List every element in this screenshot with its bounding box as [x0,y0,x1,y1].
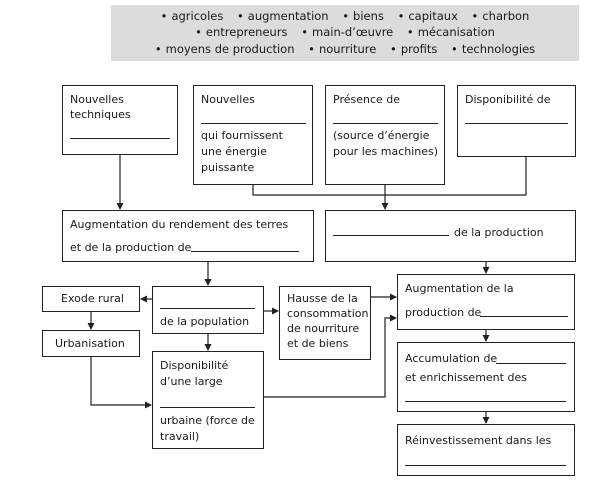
box-text: techniques [70,108,131,121]
word-bank-item: nourriture [308,42,376,56]
box-text: pour les machines) [333,145,439,158]
connector [252,157,527,196]
answer-blank[interactable] [405,465,566,466]
answer-blank[interactable] [160,407,255,408]
word-bank-item: augmentation [237,9,329,23]
answer-blank[interactable] [333,123,438,124]
box-text: de la production [454,226,544,239]
box-text: et de biens [287,337,349,350]
answer-blank[interactable] [201,123,306,124]
box-text: production de [405,306,482,319]
box-accumulation: Accumulation de et enrichissement des [397,342,575,412]
answer-blank[interactable] [405,401,566,402]
box-text: Nouvelles [201,93,255,106]
box-presence: Présence de (source d’énergie pour les m… [325,85,445,185]
box-text: Disponibilité [160,359,229,372]
box-text: Augmentation de la [405,282,514,295]
word-bank-item: capitaux [398,9,458,23]
box-rendement: Augmentation du rendement des terres et … [62,210,314,262]
answer-blank[interactable] [496,363,566,364]
box-text: qui fournissent [201,129,283,142]
answer-blank[interactable] [70,138,170,139]
word-bank-row-3: moyens de production nourriture profits … [111,42,579,56]
box-text: travail) [160,430,200,443]
box-text: de nourriture [287,322,360,335]
box-text: Hausse de la [287,292,358,305]
box-nouvelles-energie: Nouvelles qui fournissent une énergie pu… [193,85,313,185]
box-exode-rural: Exode rural [42,286,140,312]
box-urbanisation: Urbanisation [42,330,140,357]
word-bank-item: entrepreneurs [195,25,287,39]
box-disponibilite-top: Disponibilité de [457,85,576,157]
arrow [90,357,152,409]
box-reinvestissement: Réinvestissement dans les [397,424,575,476]
box-text: Réinvestissement dans les [405,434,552,447]
box-text: (source d’énergie [333,129,430,142]
box-nouvelles-techniques: Nouvelles techniques [62,85,178,155]
word-bank-item: biens [342,9,384,23]
word-bank-item: moyens de production [155,42,295,56]
box-text: Disponibilité de [465,93,551,106]
box-text: Urbanisation [55,337,125,350]
box-hausse-consommation: Hausse de la consommation de nourriture … [279,286,371,360]
box-text: Accumulation de [405,352,498,365]
word-bank-item: main-d’œuvre [301,25,393,39]
word-bank: agricoles augmentation biens capitaux ch… [111,5,579,61]
box-de-la-production: de la production [325,210,576,262]
box-disponibilite-large: Disponibilité d’une large urbaine (force… [152,351,264,449]
box-text: une énergie [201,145,267,158]
box-population: de la population [152,286,264,334]
box-augmentation-production: Augmentation de la production de [397,274,575,330]
box-text: Présence de [333,93,401,106]
word-bank-row-1: agricoles augmentation biens capitaux ch… [111,9,579,23]
box-text: Augmentation du rendement des terres [70,218,289,231]
box-text: puissante [201,161,255,174]
box-text: Exode rural [61,292,124,305]
answer-blank[interactable] [465,123,568,124]
word-bank-item: technologies [451,42,535,56]
box-text: urbaine (force de [160,414,255,427]
box-text: et de la production de [70,241,192,254]
word-bank-item: agricoles [161,9,224,23]
box-text: consommation [287,307,369,320]
box-text: d’une large [160,375,223,388]
answer-blank[interactable] [333,235,449,236]
box-text: de la population [160,315,250,328]
arrow [264,314,397,398]
word-bank-item: profits [390,42,437,56]
box-text: Nouvelles [70,93,124,106]
word-bank-row-2: entrepreneurs main-d’œuvre mécanisation [111,25,579,39]
answer-blank[interactable] [191,251,299,252]
answer-blank[interactable] [480,316,568,317]
word-bank-item: charbon [472,9,530,23]
box-text: et enrichissement des [405,371,527,384]
answer-blank[interactable] [160,308,255,309]
word-bank-item: mécanisation [407,25,495,39]
